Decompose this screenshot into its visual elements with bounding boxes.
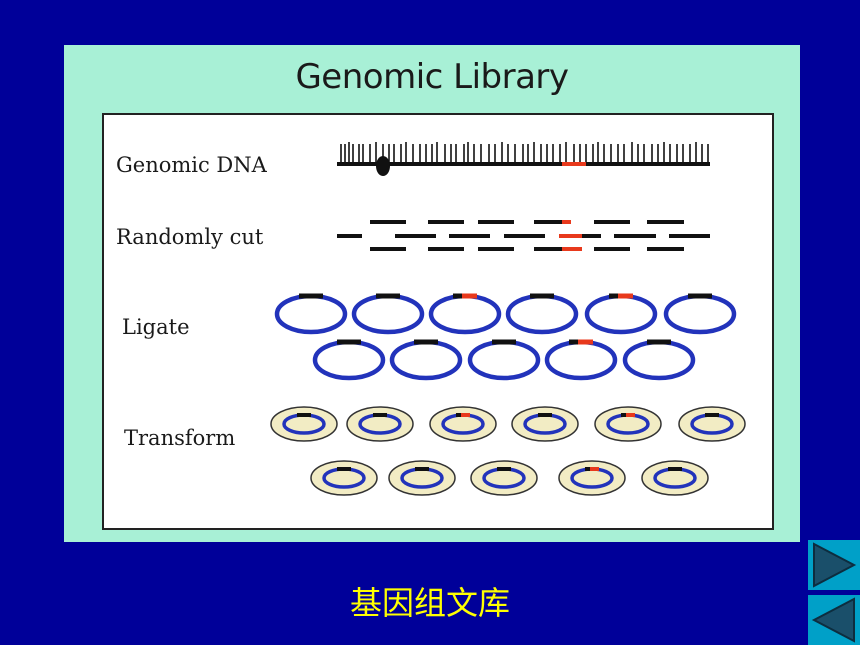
plasmid-ring bbox=[351, 293, 425, 335]
genomic-library-figure: Genomic Library Genomic DNA Randomly cut… bbox=[64, 45, 800, 542]
prev-slide-button[interactable] bbox=[808, 595, 860, 645]
step-label-genomic-dna: Genomic DNA bbox=[116, 153, 267, 177]
figure-title: Genomic Library bbox=[295, 57, 569, 97]
bacterial-cell bbox=[388, 460, 456, 496]
plasmid-ring bbox=[584, 293, 658, 335]
plasmid-ring bbox=[505, 293, 579, 335]
plasmid-ring bbox=[544, 339, 618, 381]
step-label-transform: Transform bbox=[124, 426, 236, 450]
next-slide-button[interactable] bbox=[808, 540, 860, 590]
plasmid-ring bbox=[622, 339, 696, 381]
triangle-left-icon bbox=[811, 597, 855, 643]
plasmid-ring bbox=[389, 339, 463, 381]
plasmid-ring bbox=[428, 293, 502, 335]
triangle-right-icon bbox=[813, 542, 857, 588]
plasmid-ring bbox=[312, 339, 386, 381]
step-label-ligate: Ligate bbox=[122, 315, 190, 339]
plasmid-ring bbox=[274, 293, 348, 335]
bacterial-cell bbox=[470, 460, 538, 496]
step-label-randomly-cut: Randomly cut bbox=[116, 225, 264, 249]
bacterial-cell bbox=[511, 406, 579, 442]
bacterial-cell bbox=[270, 406, 338, 442]
bacterial-cell bbox=[678, 406, 746, 442]
bacterial-cell bbox=[429, 406, 497, 442]
bacterial-cell bbox=[346, 406, 414, 442]
bacterial-cell bbox=[310, 460, 378, 496]
bacterial-cell bbox=[558, 460, 626, 496]
bacterial-cell bbox=[641, 460, 709, 496]
bacterial-cell bbox=[594, 406, 662, 442]
plasmid-ring bbox=[467, 339, 541, 381]
diagram-frame: Genomic DNA Randomly cut Ligate Transfor… bbox=[102, 113, 774, 530]
genomic-library-diagram bbox=[270, 142, 746, 496]
slide-caption: 基因组文库 bbox=[349, 584, 510, 622]
centromere-mark bbox=[376, 156, 390, 176]
plasmid-ring bbox=[663, 293, 737, 335]
